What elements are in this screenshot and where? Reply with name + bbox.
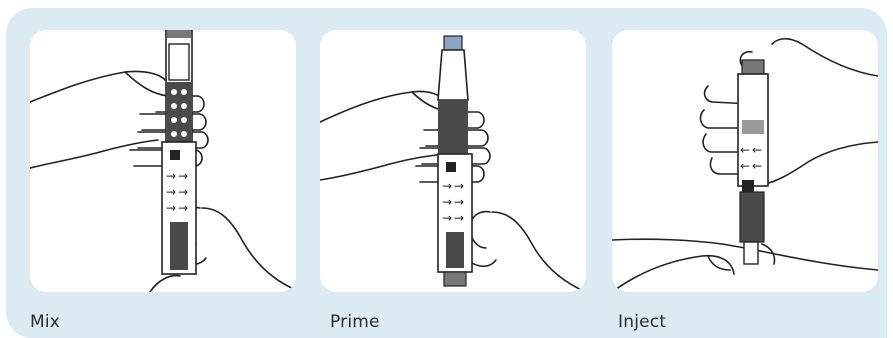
svg-text:→: → xyxy=(442,195,452,209)
svg-text:→: → xyxy=(442,211,452,225)
svg-text:→: → xyxy=(442,179,452,193)
pen-mix-illustration: →→ →→ →→ xyxy=(30,30,296,292)
svg-text:→: → xyxy=(166,201,176,215)
svg-text:←: ← xyxy=(740,159,750,173)
svg-text:→: → xyxy=(178,169,188,183)
step-label-prime: Prime xyxy=(330,312,380,332)
svg-text:→: → xyxy=(178,201,188,215)
pen-prime-illustration: →→ →→ →→ xyxy=(320,30,586,292)
svg-text:←: ← xyxy=(740,143,750,157)
svg-text:←: ← xyxy=(752,159,762,173)
svg-text:→: → xyxy=(166,169,176,183)
svg-text:→: → xyxy=(178,185,188,199)
step-card-prime: →→ →→ →→ xyxy=(320,30,586,292)
pen-inject-illustration: ←← ←← xyxy=(612,30,878,292)
svg-text:→: → xyxy=(166,185,176,199)
svg-text:→: → xyxy=(454,195,464,209)
step-label-mix: Mix xyxy=(30,312,60,332)
svg-text:←: ← xyxy=(752,143,762,157)
step-card-mix: →→ →→ →→ xyxy=(30,30,296,292)
step-label-inject: Inject xyxy=(618,312,666,332)
svg-text:→: → xyxy=(454,179,464,193)
svg-text:→: → xyxy=(454,211,464,225)
step-card-inject: ←← ←← xyxy=(612,30,878,292)
